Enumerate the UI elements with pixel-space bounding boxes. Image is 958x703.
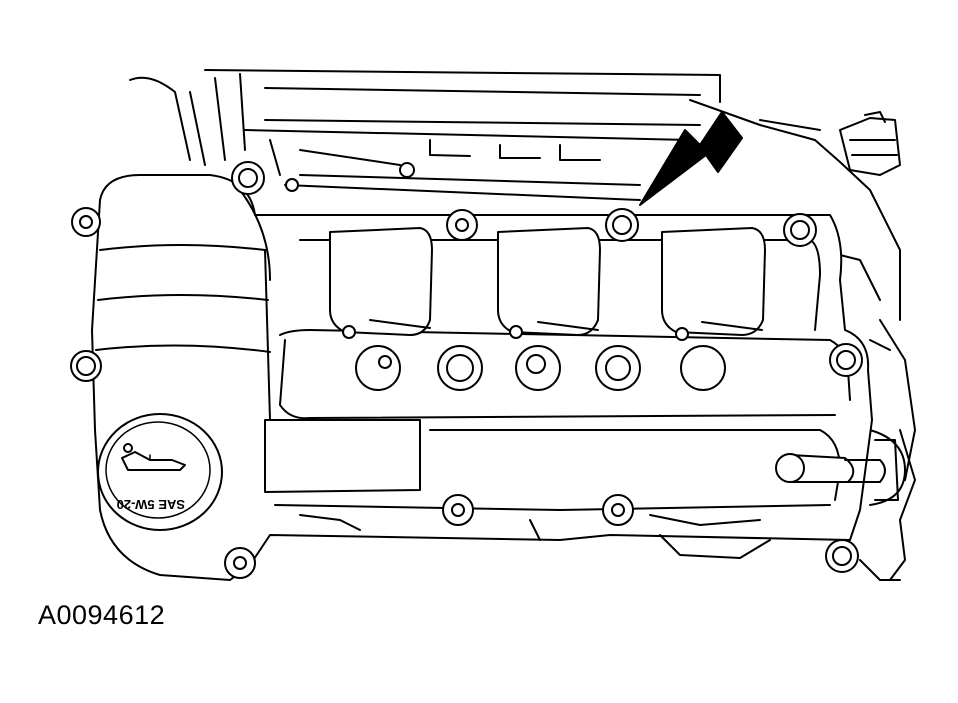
bolt-9: [603, 495, 633, 525]
bolt-3: [606, 209, 638, 241]
plug-bosses: [356, 346, 725, 390]
bolt-6: [71, 351, 101, 381]
oil-cap-viscosity-text: SAE 5W-20: [117, 497, 185, 512]
bolt-11: [826, 540, 858, 572]
oil-can-icon: [122, 452, 185, 470]
pcv-fitting: [776, 440, 898, 500]
oil-filler-cap: SAE 5W-20: [98, 414, 222, 530]
engine-background: [130, 70, 915, 580]
coil-3: [662, 228, 765, 335]
bolt-7: [830, 344, 862, 376]
bolt-1: [232, 162, 264, 194]
cover-bolts: [71, 162, 862, 578]
bolt-5: [72, 208, 100, 236]
bolt-10: [225, 548, 255, 578]
pointer-arrow: [640, 112, 742, 205]
coil-1: [330, 228, 432, 335]
bolt-2: [447, 210, 477, 240]
coil-2: [498, 228, 600, 335]
ignition-coils: [330, 228, 765, 340]
bolt-4: [784, 214, 816, 246]
bolt-8: [443, 495, 473, 525]
figure-id-label: A0094612: [38, 600, 166, 630]
